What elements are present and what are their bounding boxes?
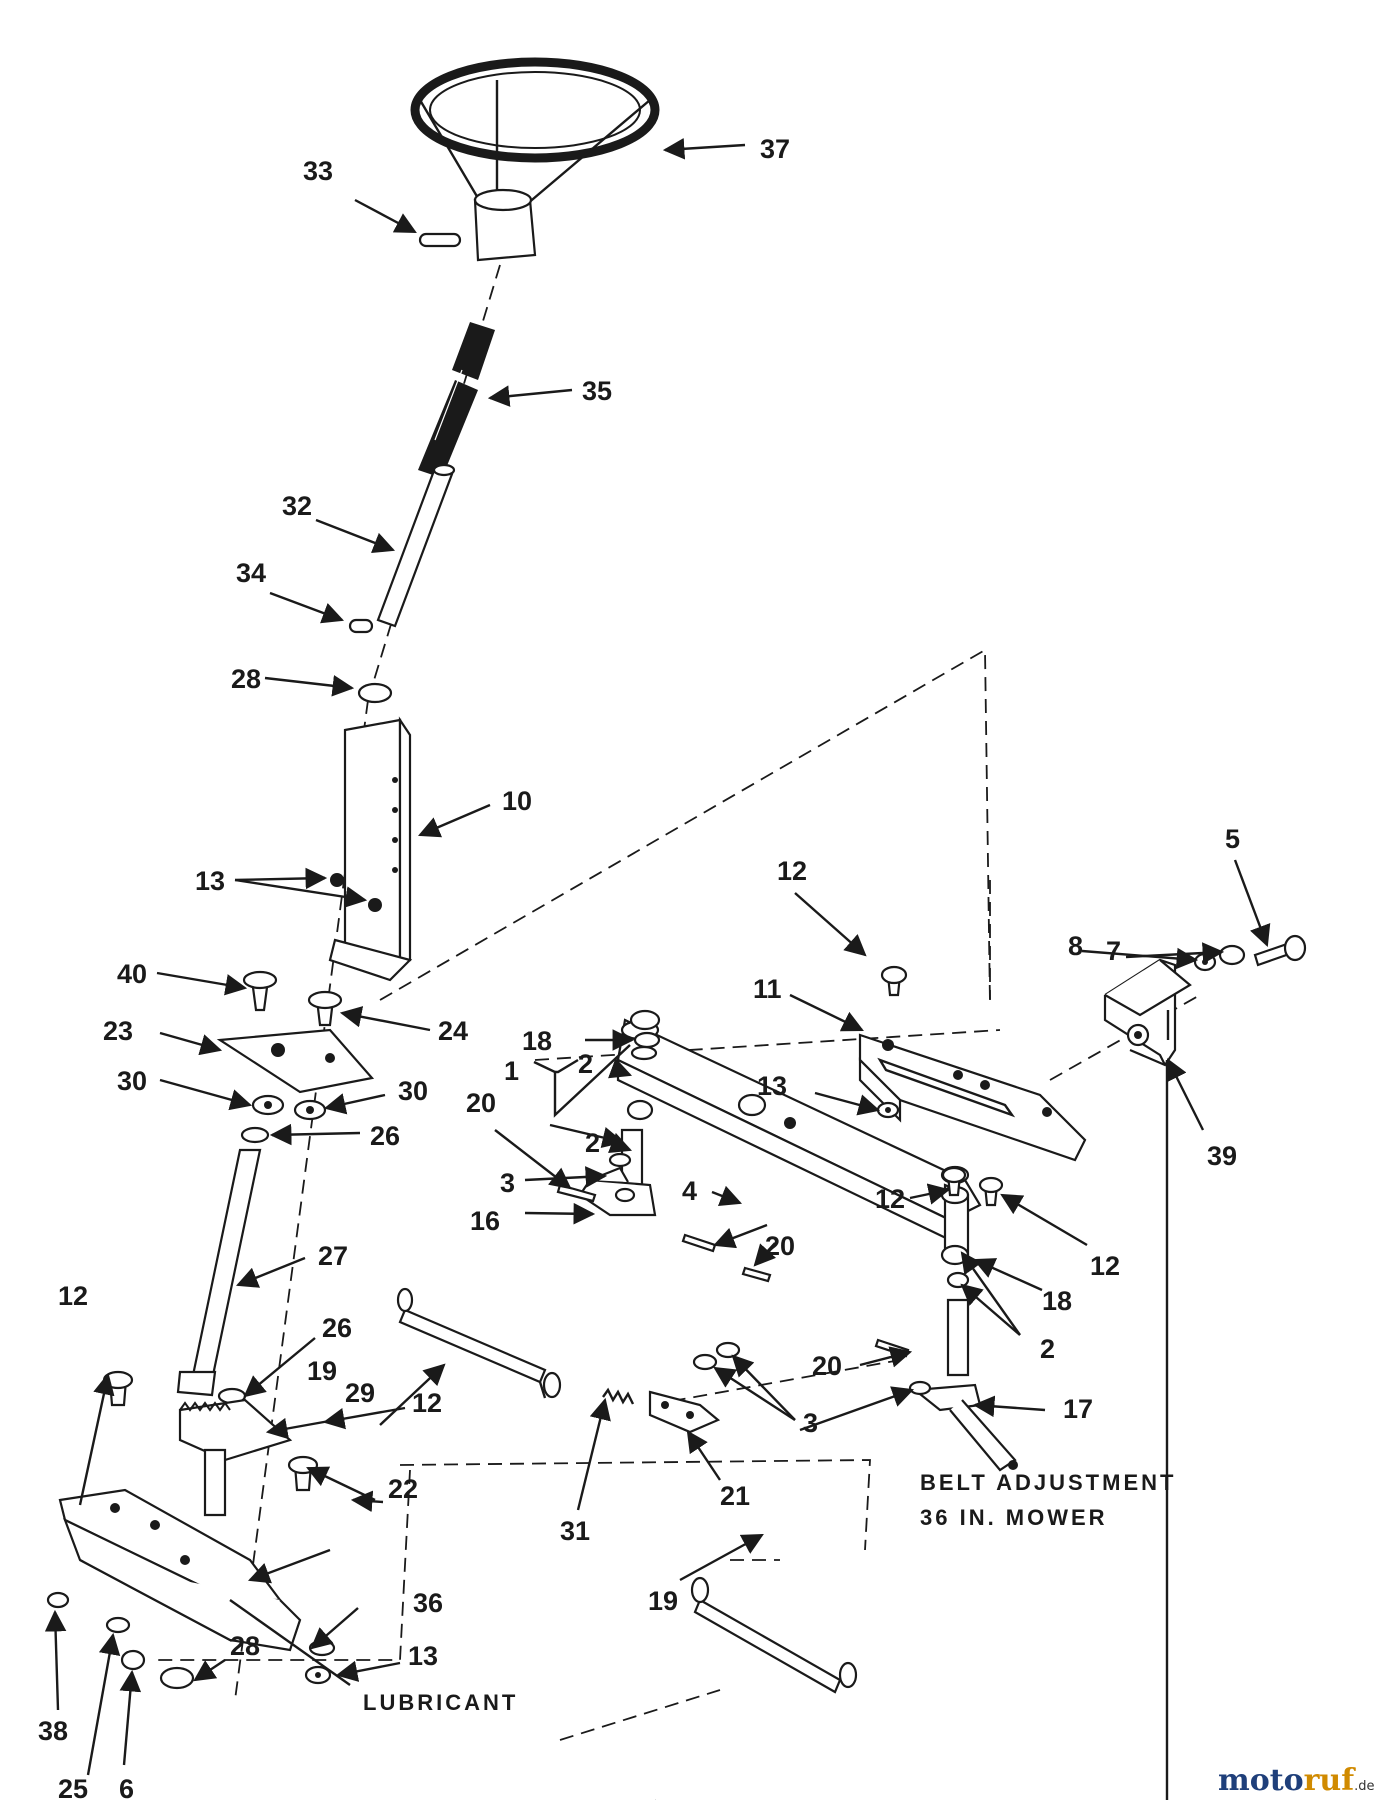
callout-35: 35 <box>582 376 612 406</box>
callout-2a: 2 <box>578 1049 593 1079</box>
nut-4 <box>737 1093 767 1117</box>
drag-link-lower <box>690 1576 858 1694</box>
washers-3 <box>608 1152 932 1396</box>
callout-34: 34 <box>236 558 266 588</box>
mower-size-note: 36 IN. MOWER <box>920 1505 1108 1530</box>
watermark-part1: moto <box>1218 1763 1304 1798</box>
watermark-part2: ruf <box>1304 1763 1357 1798</box>
steering-arm-21 <box>648 1390 721 1434</box>
washers <box>217 1094 327 1405</box>
key-34 <box>348 618 374 634</box>
callout-19b: 19 <box>648 1586 678 1616</box>
callout-37: 37 <box>760 134 790 164</box>
bolt-12-upper <box>880 965 908 997</box>
callout-18a: 18 <box>522 1026 552 1056</box>
belt-adjustment-note: BELT ADJUSTMENT <box>920 1470 1176 1495</box>
spring-31 <box>602 1387 635 1405</box>
callout-arrows <box>44 138 1271 1800</box>
callout-39: 39 <box>1207 1141 1237 1171</box>
callout-29: 29 <box>345 1378 375 1408</box>
callout-20b: 20 <box>765 1231 795 1261</box>
callout-13b: 13 <box>408 1641 438 1671</box>
callout-32: 32 <box>282 491 312 521</box>
callout-26a: 26 <box>370 1121 400 1151</box>
callout-38: 38 <box>38 1716 68 1746</box>
callout-1: 1 <box>504 1056 519 1086</box>
pinion-shaft <box>176 1148 262 1397</box>
callout-24: 24 <box>438 1016 468 1046</box>
column-support <box>328 716 413 982</box>
watermark-part3: .de <box>1354 1779 1374 1794</box>
steering-plate <box>216 970 375 1094</box>
callout-4: 4 <box>682 1176 697 1206</box>
assembly-lines <box>155 264 1201 1741</box>
callout-12b: 12 <box>412 1388 442 1418</box>
callout-21: 21 <box>720 1481 750 1511</box>
sector-gear <box>178 1398 293 1517</box>
mounting-plate <box>858 1033 1087 1162</box>
callout-10: 10 <box>502 786 532 816</box>
callout-26b: 26 <box>322 1313 352 1343</box>
callout-12c: 12 <box>777 856 807 886</box>
pin-33 <box>418 232 462 248</box>
callout-7: 7 <box>1106 936 1121 966</box>
callout-11: 11 <box>753 974 782 1004</box>
lubricant-note: LUBRICANT <box>363 1690 518 1715</box>
steering-shaft <box>376 463 456 628</box>
callout-20a: 20 <box>466 1088 496 1118</box>
callout-27: 27 <box>318 1241 348 1271</box>
bushing-28-top <box>357 682 393 704</box>
drag-link-upper <box>396 1287 562 1399</box>
callout-8: 8 <box>1068 931 1083 961</box>
callout-6: 6 <box>119 1774 134 1800</box>
callout-2b: 2 <box>585 1128 600 1158</box>
callout-30a: 30 <box>117 1066 147 1096</box>
callout-17: 17 <box>1063 1394 1093 1424</box>
belt-bracket <box>1103 934 1307 1067</box>
callout-33: 33 <box>303 156 333 186</box>
callout-36: 36 <box>413 1588 443 1618</box>
callout-12d: 12 <box>875 1184 905 1214</box>
callout-3a: 3 <box>500 1168 515 1198</box>
callout-12e: 12 <box>1090 1251 1120 1281</box>
callout-28b: 28 <box>230 1631 260 1661</box>
callout-19a: 19 <box>307 1356 337 1386</box>
callout-12a: 12 <box>58 1281 88 1311</box>
callout-25: 25 <box>58 1774 88 1800</box>
callout-18b: 18 <box>1042 1286 1072 1316</box>
column-sleeve <box>418 322 495 478</box>
notes: BELT ADJUSTMENT 36 IN. MOWER LUBRICANT <box>363 1470 1176 1715</box>
callout-2c: 2 <box>1040 1334 1055 1364</box>
callout-40: 40 <box>117 959 147 989</box>
callout-5: 5 <box>1225 824 1240 854</box>
callout-3b: 3 <box>803 1408 818 1438</box>
callout-28: 28 <box>231 664 261 694</box>
callout-20c: 20 <box>812 1351 842 1381</box>
callout-22: 22 <box>388 1474 418 1504</box>
callout-23: 23 <box>103 1016 133 1046</box>
watermark-logo: motoruf.de <box>1218 1763 1375 1798</box>
callout-31: 31 <box>560 1516 590 1546</box>
callout-16: 16 <box>470 1206 500 1236</box>
svg-text:motoruf.de: motoruf.de <box>1218 1763 1375 1798</box>
callout-labels: 37 33 35 32 34 28 10 13 40 24 23 30 30 2… <box>38 134 1240 1800</box>
callout-13: 13 <box>195 866 225 896</box>
steering-wheel <box>410 57 660 262</box>
callout-13c: 13 <box>757 1071 787 1101</box>
callout-30b: 30 <box>398 1076 428 1106</box>
right-fasteners <box>876 1101 1004 1207</box>
spindle-right <box>912 1298 1018 1472</box>
bottom-bracket <box>58 1488 302 1652</box>
